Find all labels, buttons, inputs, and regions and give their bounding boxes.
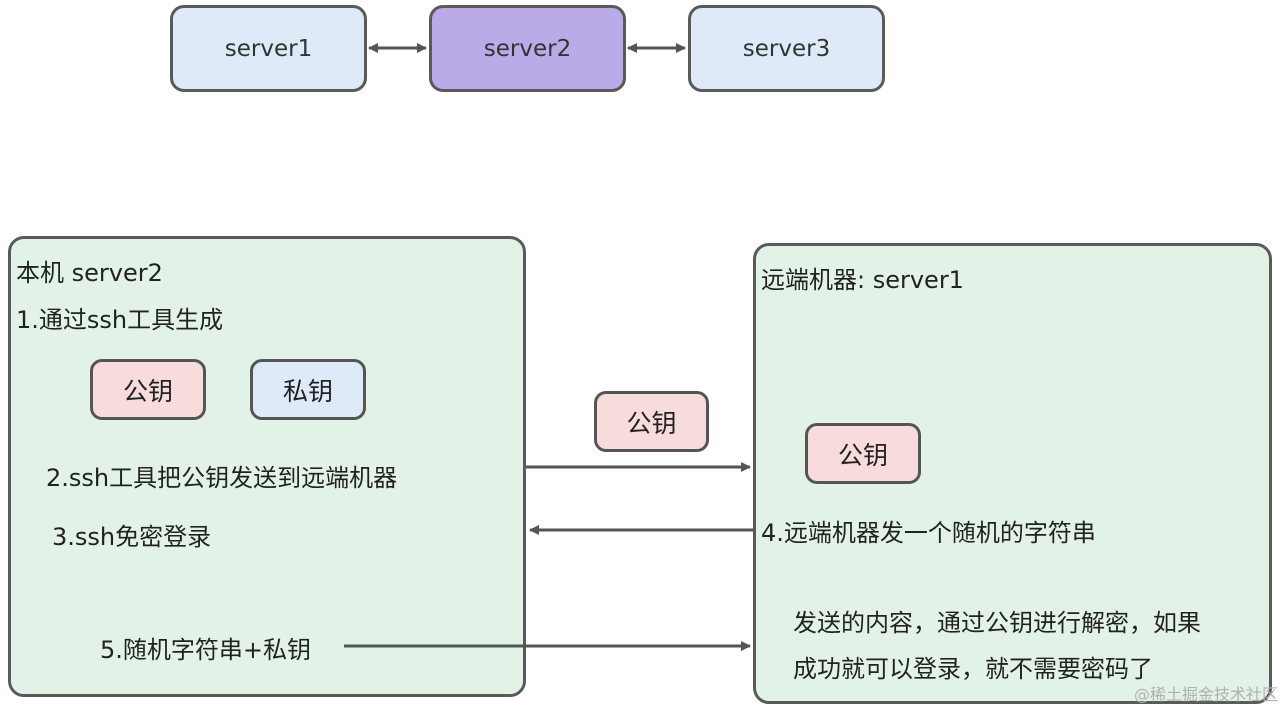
server1-node: server1: [170, 5, 367, 92]
local-machine-title: 本机 server2: [16, 259, 163, 287]
step4-label: 4.远端机器发一个随机的字符串: [761, 519, 1096, 547]
remote-note-line1: 发送的内容，通过公钥进行解密，如果: [793, 609, 1201, 637]
local-machine-panel: [8, 236, 526, 697]
remote-note-line2: 成功就可以登录，就不需要密码了: [793, 655, 1153, 683]
server3-node: server3: [688, 5, 885, 92]
step1-label: 1.通过ssh工具生成: [16, 306, 224, 334]
remote-machine-title: 远端机器: server1: [761, 266, 964, 294]
transfer-public-key-label: 公钥: [626, 408, 677, 438]
server2-node: server2: [429, 5, 626, 92]
remote-public-key-label: 公钥: [837, 440, 888, 470]
server2-label: server2: [483, 35, 572, 62]
step2-label: 2.ssh工具把公钥发送到远端机器: [46, 464, 398, 492]
step3-label: 3.ssh免密登录: [52, 523, 212, 551]
transfer-public-key: 公钥: [594, 391, 709, 452]
local-private-key: 私钥: [250, 359, 366, 420]
local-private-key-label: 私钥: [282, 376, 333, 406]
server1-label: server1: [224, 35, 313, 62]
watermark: @稀土掘金技术社区: [1133, 685, 1278, 704]
remote-public-key: 公钥: [805, 423, 921, 484]
step5-label: 5.随机字符串+私钥: [100, 636, 312, 664]
server3-label: server3: [742, 35, 831, 62]
local-public-key: 公钥: [90, 359, 206, 420]
local-public-key-label: 公钥: [122, 376, 173, 406]
